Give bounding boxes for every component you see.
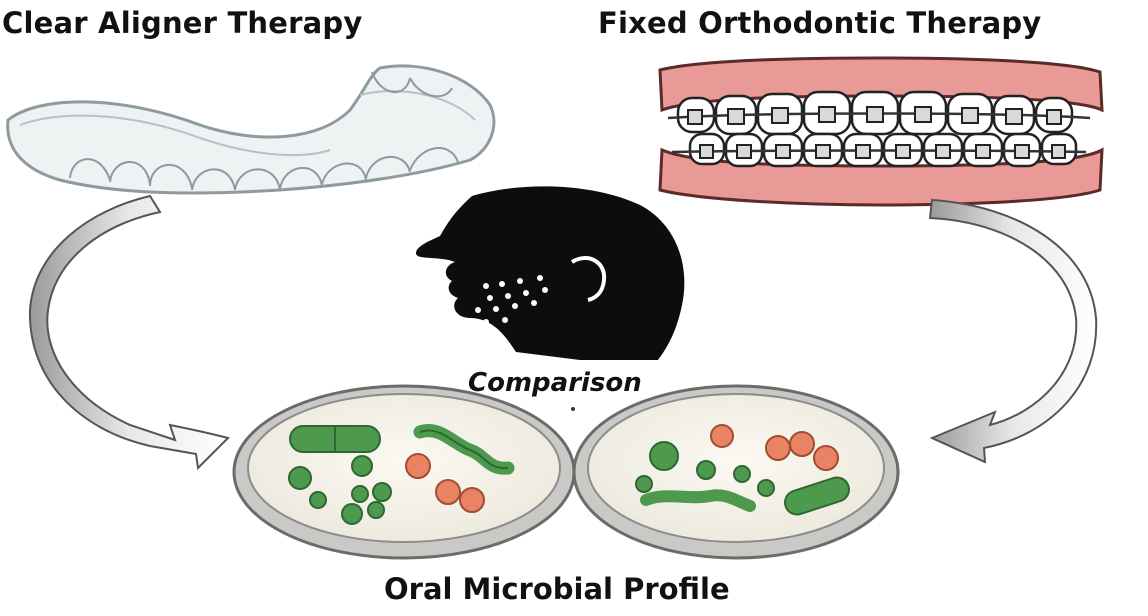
- comparison-label: Comparison: [468, 368, 642, 398]
- oral-microbial-profile-label: Oral Microbial Profile: [384, 572, 730, 606]
- curved-arrow-icon: [28, 194, 230, 471]
- braces-teeth-icon: [658, 56, 1104, 207]
- separator-dot: [571, 407, 575, 411]
- petri-dish-icon: [232, 384, 576, 560]
- petri-dish-icon: [572, 384, 900, 560]
- head-silhouette-icon: [415, 186, 685, 360]
- clear-aligner-title: Clear Aligner Therapy: [2, 6, 363, 40]
- aligner-tray-icon: [6, 64, 496, 195]
- fixed-orthodontic-title: Fixed Orthodontic Therapy: [598, 6, 1042, 40]
- curved-arrow-icon: [928, 198, 1098, 464]
